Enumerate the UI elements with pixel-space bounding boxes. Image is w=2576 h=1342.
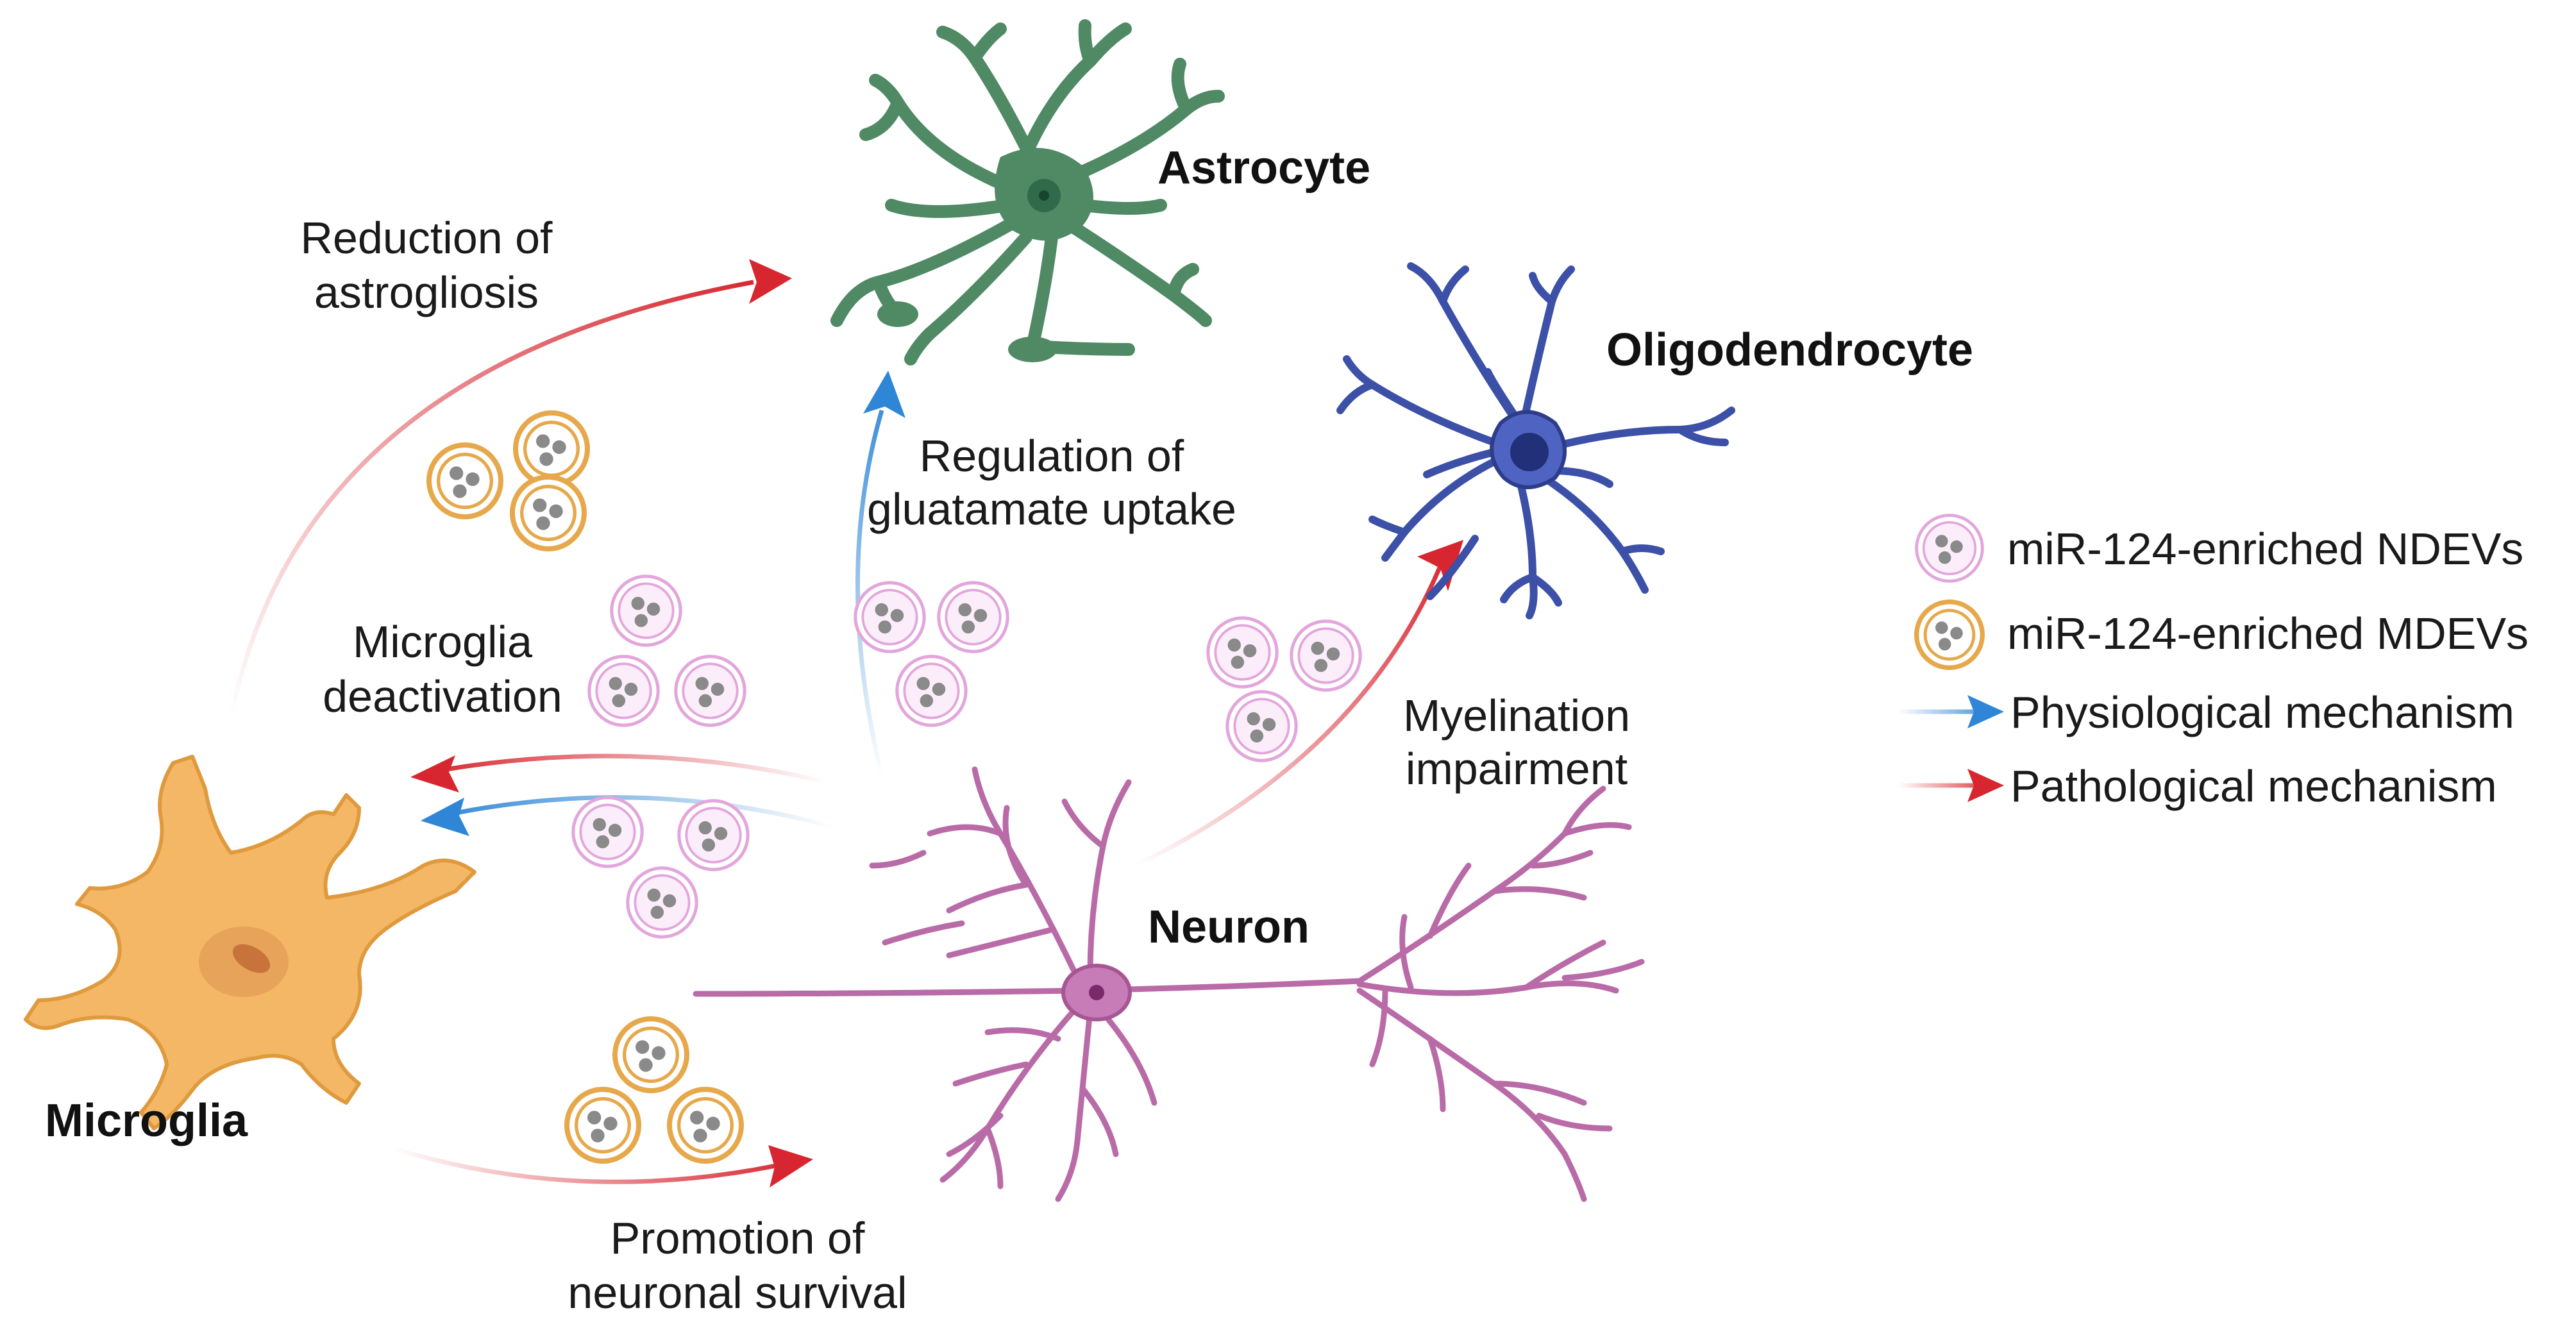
ndev-cluster-deactivation-lower [573,798,748,937]
legend: miR-124-enriched NDEVs miR-124-enriched … [1898,516,2529,811]
mdev-cluster-astrogliosis [429,413,587,549]
arrow-astrogliosis [228,259,792,719]
deactivation-label-line1: Microglia [353,617,532,667]
arrow-deactivation-physiological [421,795,834,836]
legend-physiological-label: Physiological mechanism [2010,687,2514,737]
legend-item-pathological: Pathological mechanism [1898,761,2497,811]
ndev-cluster-deactivation-upper [589,576,745,725]
legend-pathological-label: Pathological mechanism [2010,761,2497,811]
astrogliosis-label-line2: astrogliosis [314,267,539,317]
astrogliosis-label-line1: Reduction of [300,213,553,263]
mdev-cluster-survival [567,1019,741,1161]
survival-label-line2: neuronal survival [568,1268,907,1318]
microglia-label: Microglia [45,1095,248,1146]
legend-mdevs-label: miR-124-enriched MDEVs [2007,608,2529,658]
ndev-cluster-myelination [1208,618,1360,760]
myelination-label-line2: impairment [1406,744,1628,794]
astrocyte-label: Astrocyte [1158,142,1370,194]
arrow-neuronal-survival [390,1145,813,1187]
myelination-label-line1: Myelination [1403,691,1630,741]
oligodendrocyte-label: Oligodendrocyte [1606,324,1973,376]
neuron-label: Neuron [1148,902,1309,953]
ndev-cluster-glutamate [855,583,1007,725]
arrow-glutamate-uptake [855,371,905,776]
arrow-deactivation-pathological [410,753,828,793]
neuron-cell [693,766,1645,1202]
microglia-cell [24,755,476,1130]
oligodendrocyte-cell [1336,262,1735,619]
glutamate-label-line1: Regulation of [920,431,1184,481]
glutamate-label-line2: gluatamate uptake [867,484,1236,534]
oligodendrocyte-soma [1490,410,1567,489]
arrow-myelination-impairment [1134,540,1463,868]
legend-item-mdevs: miR-124-enriched MDEVs [1917,602,2529,668]
astrocyte-cell [830,19,1225,365]
legend-item-ndevs: miR-124-enriched NDEVs [1917,516,2523,582]
neuron-soma [1061,964,1132,1021]
deactivation-label-line2: deactivation [323,671,562,721]
legend-ndevs-label: miR-124-enriched NDEVs [2007,524,2523,574]
legend-item-physiological: Physiological mechanism [1898,687,2514,737]
survival-label-line1: Promotion of [610,1213,865,1263]
